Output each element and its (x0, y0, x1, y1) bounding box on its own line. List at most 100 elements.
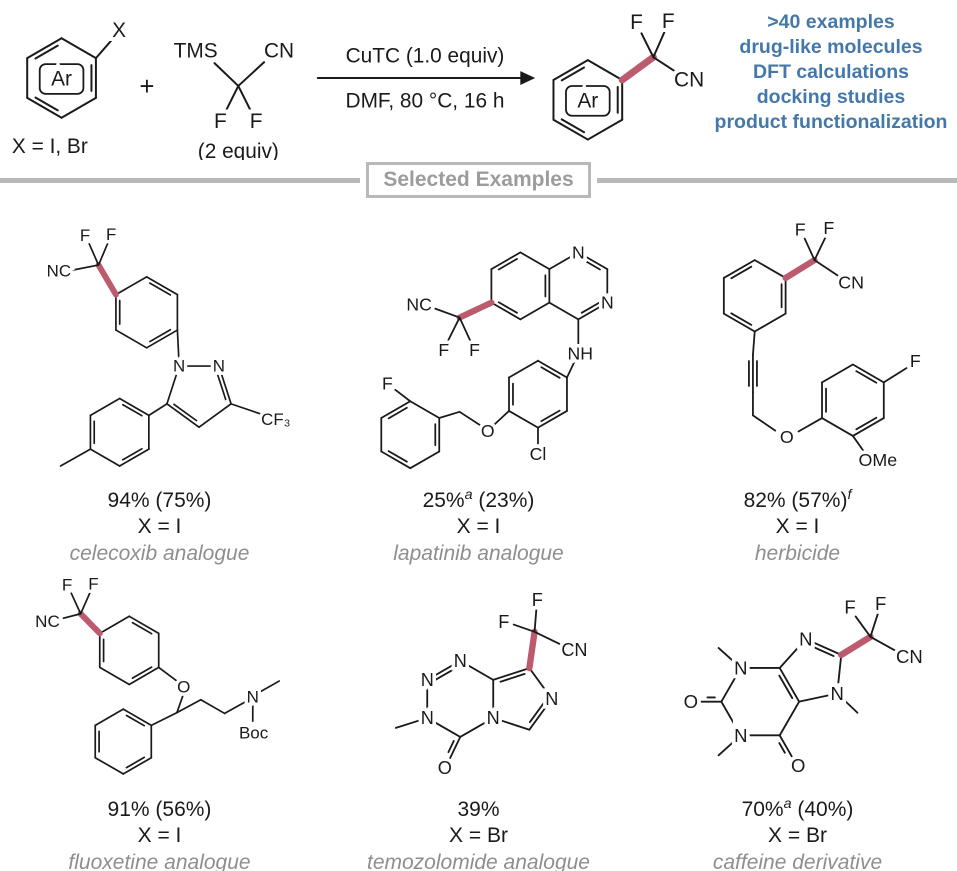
svg-text:Ar: Ar (577, 89, 598, 112)
svg-text:F: F (845, 596, 856, 617)
svg-text:N: N (213, 357, 225, 376)
yield-label: 70%a (40%) (741, 796, 854, 821)
svg-text:F: F (214, 110, 227, 133)
caption: 25%a (23%) X = I lapatinib analogue (319, 482, 638, 567)
svg-text:N: N (247, 687, 259, 706)
svg-text:Boc: Boc (239, 723, 269, 742)
yield-label: 39% (457, 798, 500, 821)
svg-text:F: F (89, 574, 99, 593)
svg-text:N: N (545, 688, 558, 708)
svg-text:O: O (481, 421, 495, 441)
yield-label: 82% (57%)f (743, 487, 852, 512)
svg-text:F: F (250, 110, 263, 133)
svg-text:DMF, 80 °C, 16 h: DMF, 80 °C, 16 h (346, 89, 505, 112)
svg-text:F: F (910, 351, 921, 371)
svg-text:F: F (662, 10, 675, 33)
svg-text:N: N (173, 357, 185, 376)
svg-text:+: + (139, 73, 154, 101)
svg-text:NC: NC (406, 294, 432, 314)
halide-label: X = Br (768, 824, 827, 847)
yield-label: 25%a (23%) (422, 487, 535, 512)
svg-text:F: F (795, 220, 806, 240)
svg-text:CN: CN (561, 639, 587, 659)
svg-text:F: F (532, 590, 543, 610)
svg-text:O: O (791, 755, 805, 776)
svg-text:N: N (487, 707, 500, 727)
highlight-line: DFT calculations (752, 61, 910, 83)
banner-rule-right (596, 177, 957, 183)
compound-name: caffeine derivative (712, 851, 883, 871)
svg-text:F: F (875, 592, 886, 613)
highlight-line: >40 examples (767, 11, 895, 33)
svg-text:F: F (382, 374, 393, 394)
compound-name: temozolomide analogue (367, 851, 590, 871)
svg-text:CN: CN (896, 645, 923, 666)
svg-text:F: F (438, 340, 449, 360)
highlight-line: drug-like molecules (739, 36, 923, 58)
svg-text:CN: CN (839, 272, 865, 292)
svg-text:N: N (734, 657, 747, 678)
svg-text:(2 equiv): (2 equiv) (198, 140, 279, 160)
svg-text:F: F (630, 11, 643, 34)
halide-label: X = I (456, 515, 501, 538)
svg-text:CF₃: CF₃ (261, 410, 290, 429)
svg-text:TMS: TMS (174, 40, 218, 63)
compound-name: fluoxetine analogue (68, 851, 251, 871)
svg-text:N: N (799, 628, 812, 649)
caption: 82% (57%)f X = I herbicide (638, 482, 957, 567)
compound-name: lapatinib analogue (393, 542, 564, 565)
banner-label: Selected Examples (366, 162, 591, 198)
halide-label: X = Br (449, 824, 508, 847)
svg-text:F: F (80, 226, 90, 245)
yield-label: 91% (56%) (107, 798, 212, 821)
caption: 39% X = Br temozolomide analogue (319, 791, 638, 871)
yield-label: 94% (75%) (107, 489, 212, 512)
svg-text:O: O (780, 427, 794, 447)
svg-text:CN: CN (674, 68, 704, 91)
svg-text:F: F (62, 575, 72, 594)
svg-text:N: N (421, 669, 434, 689)
svg-text:F: F (824, 218, 835, 238)
svg-text:OMe: OMe (859, 450, 898, 470)
svg-text:F: F (469, 340, 480, 360)
svg-text:NC: NC (36, 611, 61, 630)
svg-text:O: O (178, 677, 191, 696)
svg-text:F: F (106, 225, 116, 244)
svg-text:N: N (454, 650, 467, 670)
svg-text:CN: CN (264, 40, 294, 63)
svg-text:O: O (684, 691, 698, 712)
svg-text:Ar: Ar (51, 68, 72, 91)
halide-label: X = I (775, 515, 820, 538)
selected-examples-banner: Selected Examples (0, 162, 957, 198)
halide-label: X = I (137, 515, 182, 538)
banner-rule-left (0, 177, 361, 183)
svg-text:N: N (572, 242, 585, 262)
highlight-line: docking studies (756, 86, 906, 108)
compound-name: celecoxib analogue (69, 542, 250, 565)
highlight-line: product functionalization (714, 111, 948, 133)
caption: 70%a (40%) X = Br caffeine derivative (638, 791, 957, 871)
svg-text:X: X (112, 19, 126, 42)
halide-label: X = I (137, 824, 182, 847)
svg-text:F: F (498, 611, 509, 631)
svg-text:O: O (438, 757, 452, 777)
caption: 94% (75%) X = I celecoxib analogue (0, 482, 319, 567)
svg-text:NH: NH (568, 344, 593, 364)
